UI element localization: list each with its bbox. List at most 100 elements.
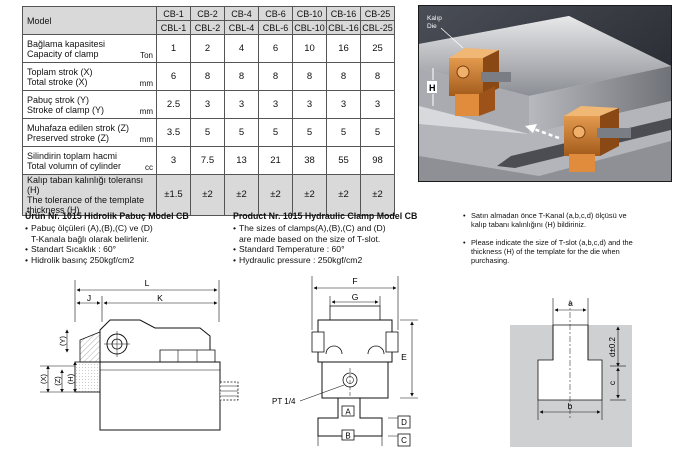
english-title: Product Nr. 1015 Hydraulic Clamp Model C… — [233, 211, 418, 221]
table-header-row: Model CB-1 CB-2 CB-4 CB-6 CB-10 CB-16 CB… — [22, 6, 395, 35]
row-unit: cc — [145, 163, 153, 172]
table-cell: 5 — [326, 118, 361, 147]
table-cell: 3 — [258, 90, 293, 119]
table-cell: 3 — [190, 90, 225, 119]
table-cell: 3 — [156, 146, 191, 175]
table-cell: 13 — [224, 146, 259, 175]
dim-z-label: (Z) — [53, 376, 62, 386]
list-item: Pabuç ölçüleri (A),(B),(C) ve (D)T-Kanal… — [25, 223, 225, 245]
table-cell: 8 — [190, 62, 225, 91]
table-cell: 8 — [258, 62, 293, 91]
model-code-cbl: CBL-6 — [258, 20, 293, 35]
model-code-cbl: CBL-25 — [360, 20, 395, 35]
model-code-cbl: CBL-16 — [326, 20, 361, 35]
table-cell: 2 — [190, 34, 225, 63]
row-unit: Ton — [140, 51, 153, 60]
table-cell: 3 — [360, 90, 395, 119]
list-item: Hydraulic pressure : 250kgf/cm2 — [233, 255, 443, 266]
row-label: Toplam strok (X)Total stroke (X)mm — [22, 62, 157, 91]
list-item-text: Pabuç ölçüleri (A),(B),(C) ve (D) — [31, 222, 153, 233]
model-code-cb: CB-2 — [190, 6, 225, 21]
turkish-title: Ürün Nr. 1015 Hidrolik Pabuç Model CB — [25, 211, 189, 221]
english-description: Product Nr. 1015 Hydraulic Clamp Model C… — [233, 211, 443, 266]
row-label-tr: Toplam strok (X) — [27, 66, 93, 77]
model-code-cb: CB-10 — [292, 6, 327, 21]
table-cell: 6 — [156, 62, 191, 91]
dim-f-label: F — [352, 276, 357, 286]
list-item-text: purchasing. — [471, 256, 510, 265]
dim-a-slot-label: a — [568, 298, 573, 308]
list-item: Satın almadan önce T-Kanal (a,b,c,d) ölç… — [463, 211, 668, 229]
list-item: Standard Temperature : 60° — [233, 244, 443, 255]
dim-g-label: G — [352, 292, 359, 302]
list-item-text: kalıp tabanı kalınlığını (H) bildiriniz. — [471, 220, 587, 229]
row-unit: mm — [139, 135, 153, 144]
model-code-cb: CB-4 — [224, 6, 259, 21]
table-cell: 5 — [292, 118, 327, 147]
english-list: The sizes of clamps(A),(B),(C) and (D)ar… — [233, 223, 443, 266]
dim-d-slot-label: d±0.2 — [608, 336, 617, 357]
photo-label-die: Die — [427, 23, 437, 30]
list-item: The sizes of clamps(A),(B),(C) and (D)ar… — [233, 223, 443, 245]
row-label-en: Capacity of clamp — [27, 48, 99, 59]
turkish-list: Pabuç ölçüleri (A),(B),(C) ve (D)T-Kanal… — [25, 223, 225, 266]
row-label-tr: Silindirin toplam hacmi — [27, 150, 118, 161]
notes-list: Satın almadan önce T-Kanal (a,b,c,d) ölç… — [463, 211, 668, 265]
dim-h-label: (H) — [66, 373, 75, 384]
table-row: Kalıp taban kalınlığı toleransı (H)The t… — [22, 174, 395, 216]
t-slot-drawing: a b d±0.2 c — [510, 298, 632, 447]
side-view-drawing: L J K (Y) (X) (Z) (H) — [39, 278, 239, 431]
list-item-text: Hidrolik basınç 250kgf/cm2 — [31, 255, 135, 266]
row-label-tr: Pabuç strok (Y) — [27, 94, 90, 105]
dim-y-label: (Y) — [58, 336, 67, 347]
model-code-cbl: CBL-1 — [156, 20, 191, 35]
table-cell: 25 — [360, 34, 395, 63]
model-code-cbl: CBL-4 — [224, 20, 259, 35]
turkish-description: Ürün Nr. 1015 Hidrolik Pabuç Model CB Pa… — [25, 211, 225, 266]
table-cell: ±2 — [190, 174, 225, 216]
product-photo-illustration: H Kalıp Die — [419, 6, 671, 181]
table-cell: 3 — [224, 90, 259, 119]
table-row: Muhafaza edilen strok (Z)Preserved strok… — [22, 118, 395, 147]
dim-j-label: J — [87, 293, 91, 303]
table-cell: 8 — [224, 62, 259, 91]
table-cell: ±2 — [360, 174, 395, 216]
table-cell: 8 — [326, 62, 361, 91]
table-cell: 1 — [156, 34, 191, 63]
table-cell: ±2 — [258, 174, 293, 216]
row-label: Kalıp taban kalınlığı toleransı (H)The t… — [22, 174, 157, 216]
model-code-cb: CB-25 — [360, 6, 395, 21]
row-label-tr: Kalıp taban kalınlığı toleransı (H) — [27, 175, 144, 195]
table-cell: 5 — [360, 118, 395, 147]
table-cell: 2.5 — [156, 90, 191, 119]
port-label: PT 1/4 — [272, 397, 296, 406]
table-cell: 8 — [292, 62, 327, 91]
table-cell: 5 — [224, 118, 259, 147]
row-unit: mm — [139, 79, 153, 88]
table-cell: 3 — [292, 90, 327, 119]
table-cell: ±2 — [292, 174, 327, 216]
table-cell: 98 — [360, 146, 395, 175]
list-item: Standart Sıcaklık : 60° — [25, 244, 225, 255]
photo-h-label: H — [429, 83, 436, 93]
technical-drawings: L J K (Y) (X) (Z) (H) — [39, 276, 632, 447]
row-label-en: Preserved stroke (Z) — [27, 132, 110, 143]
row-label-en: Total volumn of cylinder — [27, 160, 122, 171]
table-cell: 55 — [326, 146, 361, 175]
row-label: Muhafaza edilen strok (Z)Preserved strok… — [22, 118, 157, 147]
list-item-text: thickness (H) of the template for the di… — [471, 247, 620, 256]
model-code-cbl: CBL-10 — [292, 20, 327, 35]
list-item-text: Standard Temperature : 60° — [239, 244, 345, 255]
row-label-tr: Bağlama kapasitesi — [27, 38, 106, 49]
dim-k-label: K — [157, 293, 163, 303]
list-item: Hidrolik basınç 250kgf/cm2 — [25, 255, 225, 266]
table-cell: 8 — [360, 62, 395, 91]
row-unit: mm — [139, 107, 153, 116]
list-item: Please indicate the size of T-slot (a,b,… — [463, 238, 668, 265]
dim-b-label: B — [345, 432, 350, 441]
table-cell: 5 — [258, 118, 293, 147]
dim-c-label: C — [401, 436, 407, 445]
